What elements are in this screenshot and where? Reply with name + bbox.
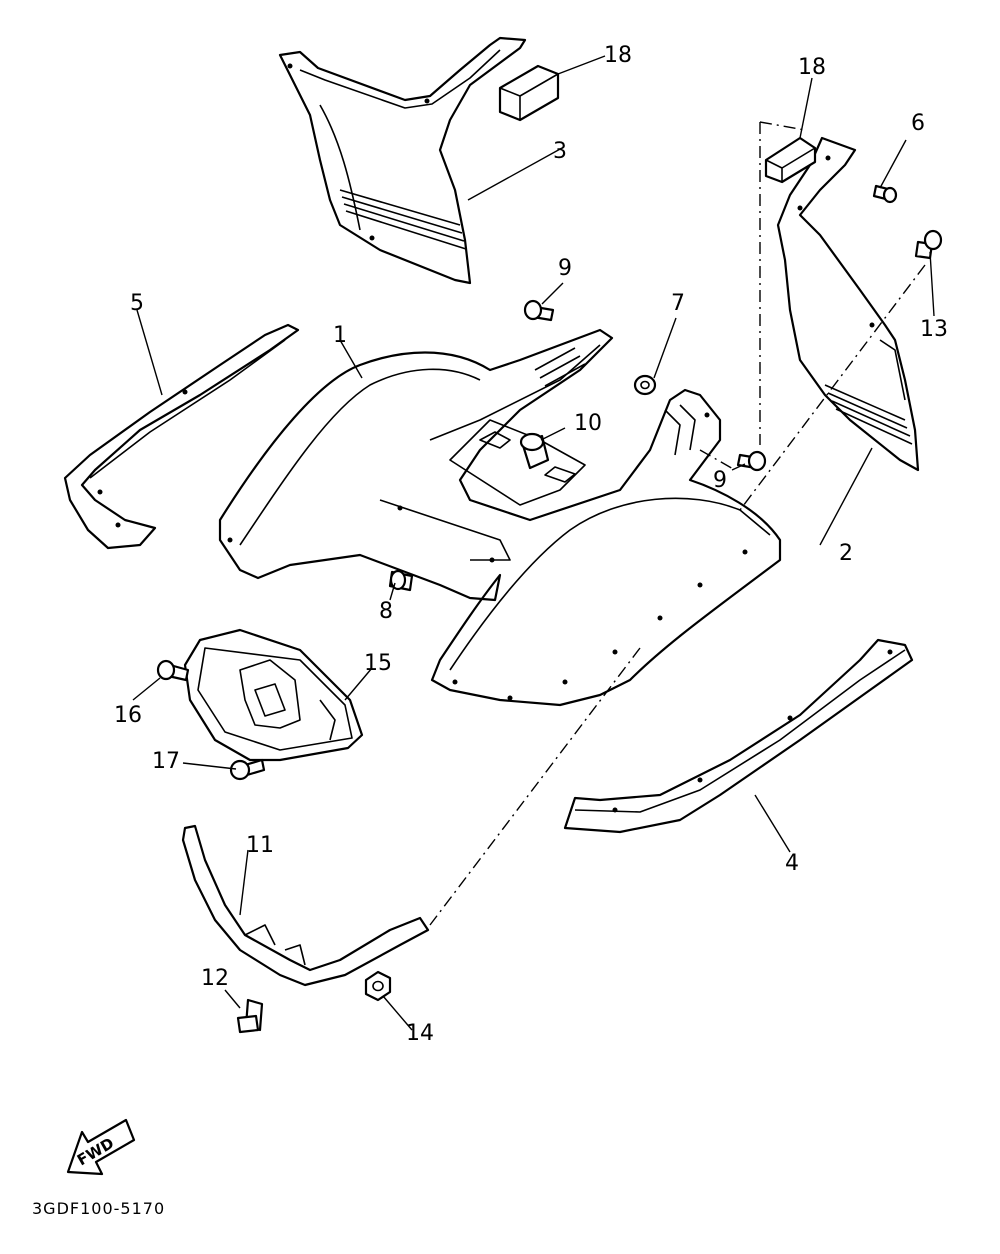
callout-2: 2: [839, 541, 853, 566]
part-9-bolt-upper: [523, 299, 555, 322]
part-16-bolt: [156, 659, 190, 682]
part-13-bolt: [914, 229, 943, 260]
part-17-bolt: [229, 758, 266, 781]
part-14-nut: [364, 970, 392, 1002]
part-6-bolt: [872, 184, 898, 204]
callout-3: 3: [553, 139, 567, 164]
callout-6: 6: [911, 111, 925, 136]
part-7-washer: [633, 374, 657, 396]
callout-4: 4: [785, 851, 799, 876]
part-18-pad-left: [498, 64, 560, 122]
callout-18-right: 18: [798, 55, 826, 80]
callout-8: 8: [379, 599, 393, 624]
callout-5: 5: [130, 291, 144, 316]
leader-lines: [132, 55, 935, 1031]
callout-7: 7: [671, 291, 685, 316]
part-15-bracket: [183, 628, 364, 762]
part-10-grommet: [519, 432, 550, 470]
part-3-left-side-panel: [278, 36, 527, 285]
part-8-bolt: [388, 569, 414, 592]
part-4-right-flap: [563, 638, 914, 834]
callout-18-left: 18: [604, 43, 632, 68]
callout-13: 13: [920, 317, 948, 342]
assembly-lines: [429, 121, 926, 926]
diagram-code: 3GDF100-5170: [32, 1199, 165, 1218]
part-5-left-flap: [63, 323, 300, 550]
callout-12: 12: [201, 966, 229, 991]
callout-14: 14: [406, 1021, 434, 1046]
part-9-bolt-lower: [736, 450, 767, 472]
callout-labels: 1 2 3 4 5 6 7 8 9 9 10 11 12 13 14 15 16…: [114, 43, 948, 1046]
callout-10: 10: [574, 411, 602, 436]
part-2-right-side-panel: [776, 136, 920, 472]
callout-1: 1: [333, 323, 347, 348]
callout-11: 11: [246, 833, 274, 858]
callout-15: 15: [364, 651, 392, 676]
part-11-stay: [181, 824, 430, 987]
callout-9-lower: 9: [713, 468, 727, 493]
callout-9-upper: 9: [558, 256, 572, 281]
fwd-arrow-icon: FWD: [66, 1118, 136, 1176]
callout-17: 17: [152, 749, 180, 774]
part-1-fender: [218, 328, 782, 707]
callout-16: 16: [114, 703, 142, 728]
part-12-bolt: [236, 998, 264, 1034]
